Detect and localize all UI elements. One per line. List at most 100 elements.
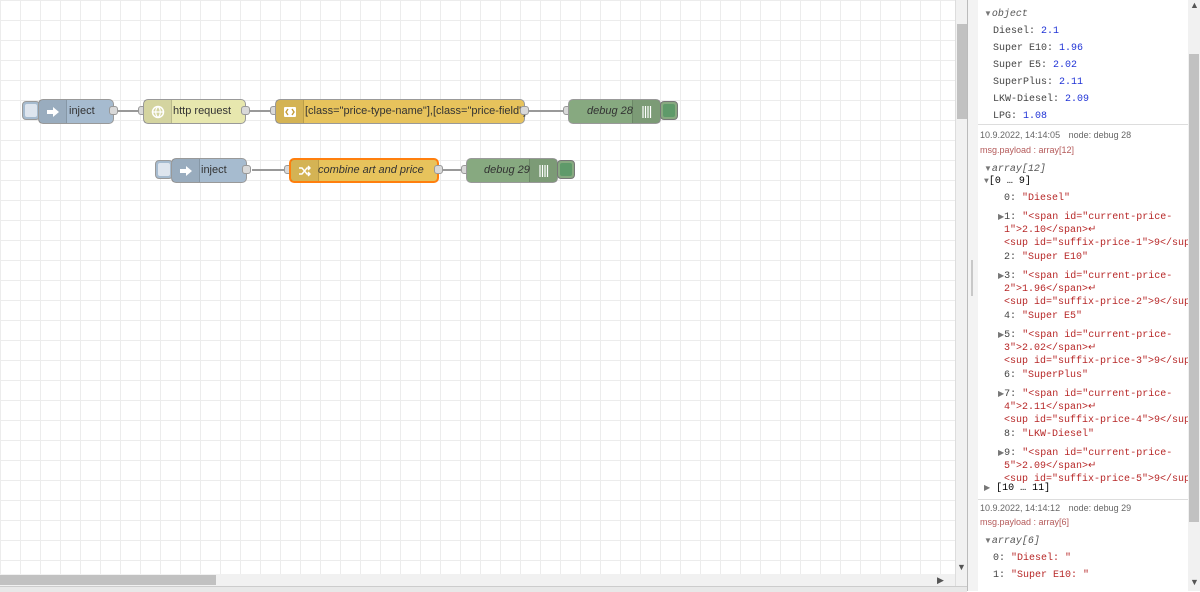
property-value[interactable]: 2.02	[1053, 60, 1078, 71]
property-value[interactable]: 2.11	[1059, 77, 1084, 88]
message-divider	[978, 499, 1188, 500]
message-meta: 10.9.2022, 14:14:12 node: debug 29	[980, 503, 1131, 513]
code-tag-icon	[276, 100, 304, 123]
property-key: LPG	[993, 111, 1012, 122]
scroll-right-arrow-icon[interactable]: ▶	[937, 575, 944, 585]
caret-right-icon[interactable]: ▶	[998, 331, 1005, 340]
message-timestamp: 10.9.2022, 14:14:12	[980, 503, 1061, 513]
string-value: "Super E10"	[1022, 252, 1089, 263]
http-request-node[interactable]: http request	[143, 99, 246, 124]
node-label: debug 28	[587, 105, 633, 117]
debug-list-icon	[632, 100, 660, 123]
array-element[interactable]: 8: "LKW-Diesel"	[1004, 429, 1095, 440]
node-label: combine art and price	[318, 164, 424, 176]
output-port[interactable]	[241, 106, 250, 115]
string-value: "Super E5"	[1022, 311, 1083, 322]
shuffle-icon	[291, 160, 319, 181]
message-topic: msg.payload : array[6]	[980, 517, 1070, 527]
node-label: inject	[69, 105, 95, 117]
output-port[interactable]	[520, 106, 529, 115]
arrow-right-icon	[39, 100, 67, 123]
object-property: SuperPlus: 2.11	[993, 77, 1084, 88]
caret-right-icon[interactable]: ▶	[998, 390, 1005, 399]
caret-right-icon[interactable]: ▶	[998, 213, 1005, 222]
debug-toggle-button[interactable]	[660, 101, 678, 120]
node-label: [class="price-type-name"],[class="price-…	[305, 105, 527, 117]
message-divider	[978, 124, 1188, 125]
output-port[interactable]	[109, 106, 118, 115]
workspace-horizontal-scrollbar[interactable]	[0, 574, 955, 586]
inject-node[interactable]: inject	[38, 99, 114, 124]
message-node-link[interactable]: node: debug 28	[1068, 130, 1132, 140]
property-key: Super E5	[993, 60, 1042, 71]
property-key: SuperPlus	[993, 77, 1048, 88]
node-label: inject	[201, 164, 227, 176]
scroll-down-arrow-icon[interactable]: ▼	[957, 562, 966, 572]
array-element[interactable]: 6: "SuperPlus"	[1004, 370, 1089, 381]
caret-down-icon[interactable]: ▼	[984, 164, 992, 173]
object-property: Super E10: 1.96	[993, 43, 1084, 54]
object-header[interactable]: ▼object	[984, 9, 1028, 20]
caret-right-icon[interactable]: ▶	[998, 449, 1005, 458]
property-value[interactable]: 1.08	[1023, 111, 1048, 122]
output-port[interactable]	[242, 165, 251, 174]
array-element[interactable]: 0: "Diesel: "	[993, 553, 1072, 564]
property-key: Diesel	[993, 26, 1030, 37]
property-key: LKW-Diesel	[993, 94, 1054, 105]
message-topic: msg.payload : array[12]	[980, 145, 1075, 155]
string-value: "Super E10: "	[1011, 570, 1090, 581]
string-value: "SuperPlus"	[1022, 370, 1089, 381]
arrow-right-icon	[172, 159, 200, 182]
function-node[interactable]: combine art and price	[289, 158, 439, 183]
output-port[interactable]	[434, 165, 443, 174]
scroll-down-arrow-icon[interactable]: ▼	[1190, 577, 1199, 587]
workspace-vertical-scrollbar[interactable]: ▼	[955, 0, 968, 591]
message-meta: 10.9.2022, 14:14:05 node: debug 28	[980, 130, 1131, 140]
array-element[interactable]: 0: "Diesel"	[1004, 193, 1071, 204]
object-property: LKW-Diesel: 2.09	[993, 94, 1090, 105]
caret-down-icon[interactable]: ▼	[984, 177, 989, 186]
debug-list-icon	[529, 159, 557, 182]
array-range-collapsed[interactable]: ▶ [10 … 11]	[984, 483, 1051, 494]
array-element[interactable]: ▶3: "<span id="current-price-2">1.96</sp…	[998, 271, 1188, 308]
scrollbar-thumb[interactable]	[957, 24, 967, 119]
inject-node[interactable]: inject	[171, 158, 247, 183]
property-value[interactable]: 1.96	[1059, 43, 1084, 54]
scroll-up-arrow-icon[interactable]: ▲	[1190, 0, 1199, 10]
array-element[interactable]: ▶1: "<span id="current-price-1">2.10</sp…	[998, 212, 1188, 249]
property-key: Super E10	[993, 43, 1048, 54]
caret-right-icon[interactable]: ▶	[998, 272, 1005, 281]
caret-right-icon[interactable]: ▶	[984, 484, 991, 493]
caret-down-icon[interactable]: ▼	[984, 536, 992, 545]
sidebar-vertical-scrollbar[interactable]: ▲ ▼	[1188, 0, 1200, 591]
scrollbar-thumb[interactable]	[0, 575, 216, 585]
caret-down-icon[interactable]: ▼	[984, 9, 992, 18]
flow-workspace[interactable]: inject http request [class="price-type-n…	[0, 0, 955, 591]
node-label: http request	[173, 105, 232, 117]
workspace-footer	[0, 586, 967, 592]
debug-node[interactable]: debug 28	[568, 99, 661, 124]
array-range-open[interactable]: ▼[0 … 9]	[984, 176, 1031, 187]
splitter-grip-icon[interactable]	[971, 260, 973, 296]
property-value[interactable]: 2.09	[1065, 94, 1090, 105]
array-element[interactable]: ▶7: "<span id="current-price-4">2.11</sp…	[998, 389, 1188, 426]
node-label: debug 29	[484, 164, 530, 176]
array-element[interactable]: 1: "Super E10: "	[993, 570, 1090, 581]
string-value: "Diesel: "	[1011, 553, 1072, 564]
debug-toggle-button[interactable]	[557, 160, 575, 179]
array-header[interactable]: ▼array[12]	[984, 164, 1046, 175]
array-element[interactable]: ▶9: "<span id="current-price-5">2.09</sp…	[998, 448, 1188, 485]
message-node-link[interactable]: node: debug 29	[1068, 503, 1132, 513]
scrollbar-thumb[interactable]	[1189, 54, 1199, 522]
array-element[interactable]: 4: "Super E5"	[1004, 311, 1083, 322]
html-parser-node[interactable]: [class="price-type-name"],[class="price-…	[275, 99, 527, 124]
debug-node[interactable]: debug 29	[466, 158, 558, 183]
array-header[interactable]: ▼array[6]	[984, 536, 1040, 547]
flow-wires	[118, 110, 568, 171]
array-element[interactable]: ▶5: "<span id="current-price-3">2.02</sp…	[998, 330, 1188, 367]
message-timestamp: 10.9.2022, 14:14:05	[980, 130, 1061, 140]
array-element[interactable]: 2: "Super E10"	[1004, 252, 1089, 263]
property-value[interactable]: 2.1	[1041, 26, 1060, 37]
string-value: "Diesel"	[1022, 193, 1071, 204]
